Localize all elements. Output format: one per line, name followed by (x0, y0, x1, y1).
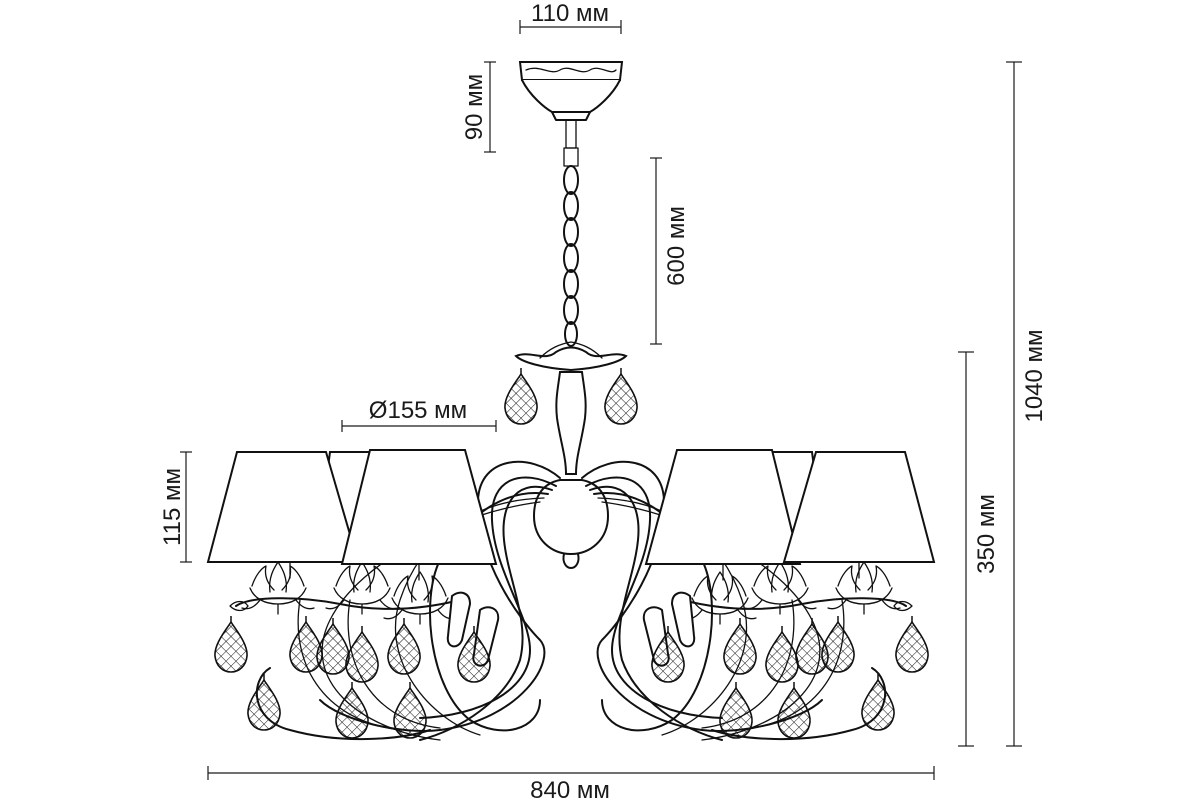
lamp-shade (644, 449, 802, 565)
dimension-chain-length-label: 600 мм (663, 206, 690, 286)
dimension-total-height: 1040 мм (1006, 61, 1048, 747)
lamp-shades (206, 449, 936, 581)
dimension-total-height-label: 1040 мм (1021, 329, 1048, 422)
lamp-shade (340, 449, 498, 565)
dimension-total-width-label: 840 мм (530, 777, 610, 800)
dimension-total-width: 840 мм (207, 766, 935, 800)
central-stem (532, 371, 610, 569)
dimension-canopy-width: 110 мм (519, 0, 622, 34)
dimension-body-height-label: 350 мм (973, 494, 1000, 574)
upper-crown (504, 341, 638, 425)
dimension-canopy-height: 90 мм (461, 61, 496, 153)
dimension-canopy-width-label: 110 мм (531, 0, 609, 27)
dimension-shade-diameter-label: Ø155 мм (369, 397, 467, 424)
ceiling-canopy (518, 61, 624, 167)
dimension-canopy-height-label: 90 мм (461, 74, 488, 140)
dimension-shade-height: 115 мм (159, 451, 192, 563)
lamp-shade (782, 451, 936, 563)
crystal-drops (214, 615, 929, 739)
dimension-chain-length: 600 мм (650, 157, 690, 345)
dimension-shade-height-label: 115 мм (159, 468, 186, 546)
chandelier (206, 61, 936, 741)
chain (563, 165, 579, 347)
dimension-shade-diameter: Ø155 мм (341, 397, 497, 432)
dimension-body-height: 350 мм (958, 351, 1000, 747)
